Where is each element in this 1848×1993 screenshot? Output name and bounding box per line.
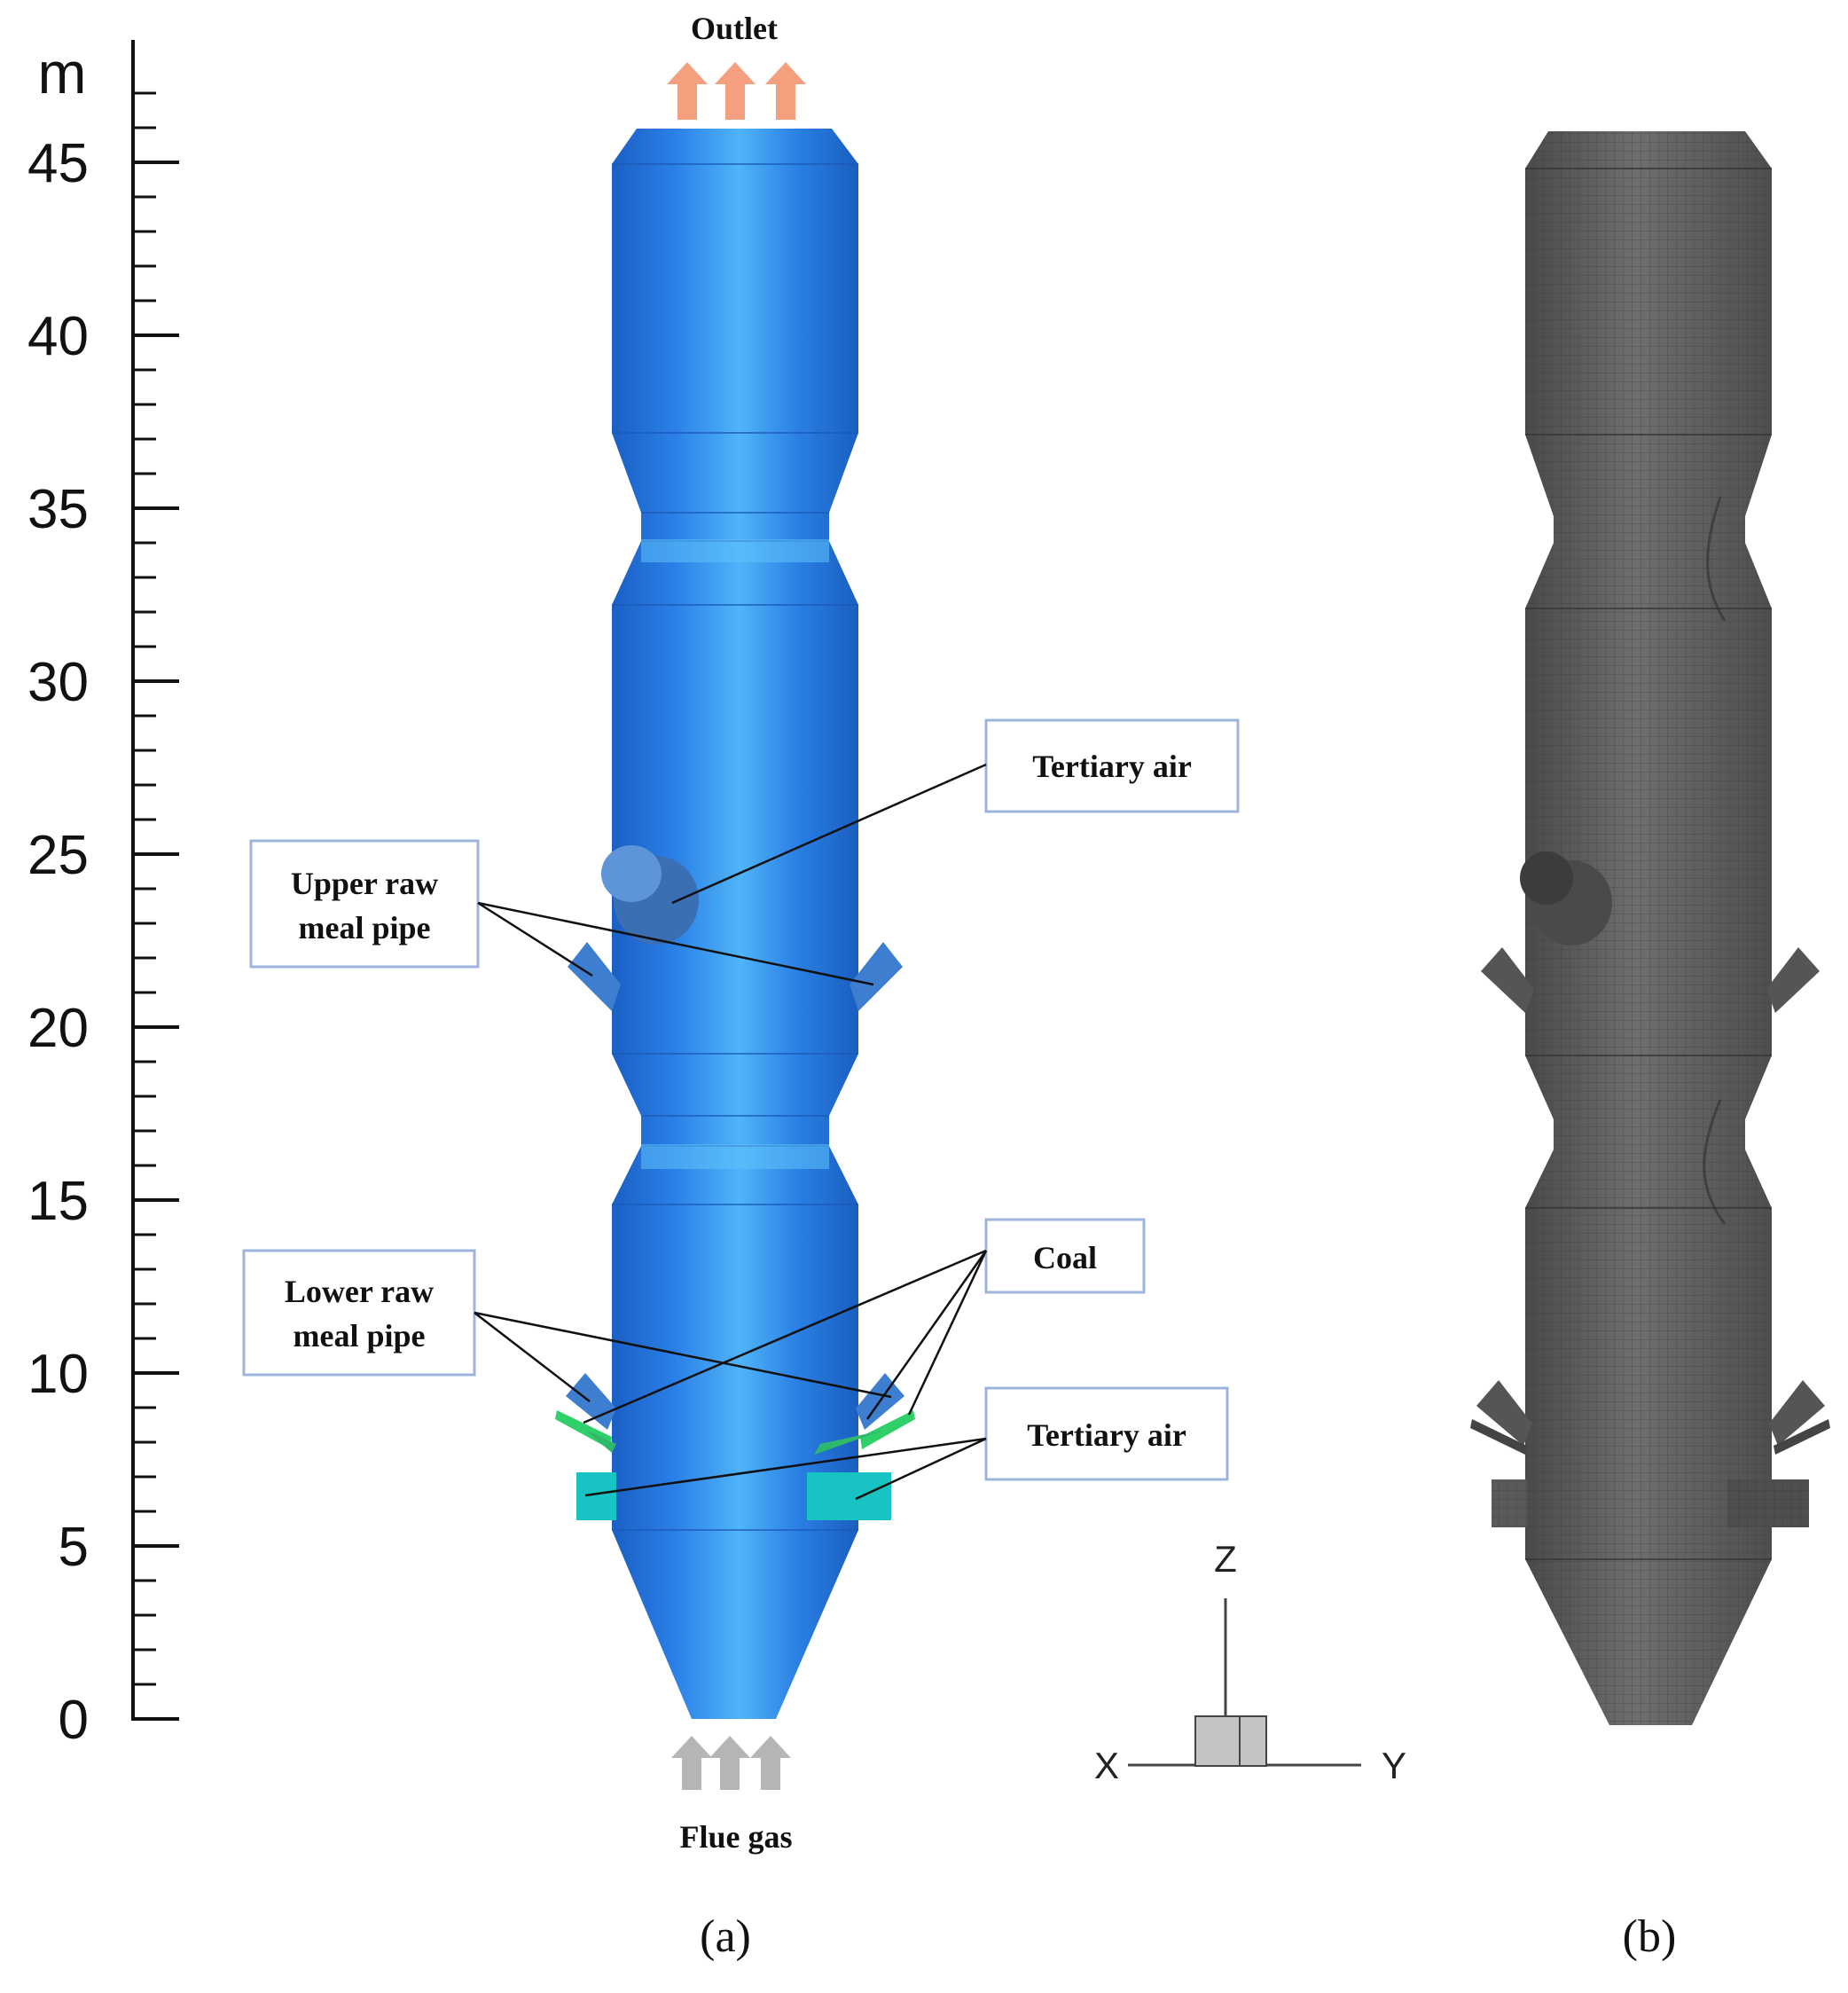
scale-tick-label: 0 <box>59 1690 89 1751</box>
leader-lower-raw-right <box>474 1311 892 1399</box>
scale-tick-label: 25 <box>27 825 89 886</box>
callout-text-tertiary-air-lower: Tertiary air <box>1027 1417 1186 1453</box>
mesh-lower-raw-meal-pipe-left <box>1476 1380 1532 1446</box>
scale-tick-label: 5 <box>59 1517 89 1578</box>
callout-box-lower-raw-meal <box>242 1249 476 1377</box>
mesh-lower-tertiary-duct-left-grid <box>1492 1479 1527 1527</box>
leader-lower-raw-left <box>474 1312 591 1402</box>
callout-box-coal <box>984 1218 1146 1294</box>
callout-box-upper-raw-meal <box>249 839 480 969</box>
callout-text-lower-raw-meal-2: meal pipe <box>294 1318 426 1354</box>
inlet-arrows: Flue gas <box>671 1736 793 1855</box>
outlet-label: Outlet <box>691 11 778 46</box>
coal-pipe-inner-right <box>814 1430 885 1455</box>
neck-highlight-upper <box>641 539 829 562</box>
leader-upper-raw-right <box>477 901 874 986</box>
leader-upper-raw-left <box>477 901 593 977</box>
lower-tertiary-duct-right <box>807 1472 891 1520</box>
triad-cube-left <box>1194 1715 1241 1767</box>
mesh-seam-lines <box>1525 168 1772 1560</box>
inlet-arrow-1 <box>671 1736 712 1790</box>
leader-coal-mid <box>865 1250 988 1420</box>
callout-text-tertiary-air-upper: Tertiary air <box>1032 749 1192 784</box>
calciner-body <box>612 129 858 1719</box>
scale-tick-label: 15 <box>27 1171 89 1232</box>
callout-text-upper-raw-meal-1: Upper raw <box>291 866 438 901</box>
scale-tick-label: 10 <box>27 1344 89 1405</box>
panel-label-a: (a) <box>700 1911 751 1962</box>
scale-tick-label: 40 <box>27 306 89 367</box>
calciner-model-mesh <box>1470 131 1830 1725</box>
leader-tertiary-lower-left <box>584 1437 987 1497</box>
scale-ticks: 0 5 10 15 20 25 30 35 40 45 <box>27 91 179 1751</box>
height-scale: m 0 5 10 15 20 25 30 35 40 45 <box>27 40 179 1751</box>
upper-tertiary-duct-face <box>601 845 662 902</box>
mesh-upper-tertiary-duct-face <box>1520 851 1573 905</box>
coal-pipe-inner-left <box>585 1430 616 1453</box>
panel-label-b: (b) <box>1623 1911 1677 1962</box>
callouts: Tertiary air Upper raw meal pipe Coal Lo… <box>242 718 1240 1501</box>
inlet-label: Flue gas <box>679 1819 792 1855</box>
mesh-lower-raw-meal-pipe-right <box>1769 1380 1825 1446</box>
triad-z-label: Z <box>1214 1538 1237 1580</box>
scale-tick-label: 20 <box>27 998 89 1059</box>
callout-box-tertiary-air-lower <box>984 1386 1229 1481</box>
inlet-arrow-3 <box>750 1736 791 1790</box>
outlet-arrows: Outlet <box>667 11 806 120</box>
scale-tick-label: 35 <box>27 479 89 540</box>
outlet-arrow-3 <box>765 62 806 120</box>
leader-coal-left <box>583 1249 987 1424</box>
mesh-upper-raw-meal-pipe-left <box>1481 947 1534 1013</box>
triad-cube-right <box>1239 1715 1267 1767</box>
inlet-arrow-2 <box>709 1736 750 1790</box>
triad-x-label: X <box>1094 1745 1119 1786</box>
mesh-upper-raw-meal-pipe-right <box>1766 947 1820 1013</box>
scale-tick-label: 45 <box>27 133 89 194</box>
leader-tertiary-upper <box>671 763 987 905</box>
callout-text-upper-raw-meal-2: meal pipe <box>299 910 431 945</box>
triad-y-label: Y <box>1382 1745 1406 1786</box>
leader-coal-right <box>907 1250 988 1416</box>
upper-raw-meal-pipe-left <box>568 942 621 1011</box>
calciner-model-blue <box>555 129 915 1719</box>
lower-raw-meal-pipe-left <box>566 1373 616 1430</box>
callout-text-lower-raw-meal-1: Lower raw <box>285 1274 434 1309</box>
callout-text-coal: Coal <box>1033 1240 1097 1275</box>
leader-tertiary-lower-right <box>855 1437 987 1501</box>
scale-tick-label: 30 <box>27 652 89 713</box>
callout-box-tertiary-air-upper <box>984 718 1240 813</box>
upper-raw-meal-pipe-right <box>850 942 903 1011</box>
coal-pipe-right <box>860 1410 915 1449</box>
axis-triad: Z X Y <box>1094 1538 1406 1786</box>
mesh-shadow-ridge <box>1703 496 1727 1225</box>
scale-unit-label: m <box>38 40 87 106</box>
outlet-arrow-1 <box>667 62 708 120</box>
mesh-lower-tertiary-duct-right-grid <box>1727 1479 1809 1527</box>
neck-highlight-lower <box>641 1144 829 1169</box>
mesh-coal-pipe-right <box>1774 1419 1830 1455</box>
outlet-arrow-2 <box>715 62 756 120</box>
lower-tertiary-duct-left <box>576 1472 616 1520</box>
mesh-coal-pipe-left <box>1470 1419 1527 1455</box>
